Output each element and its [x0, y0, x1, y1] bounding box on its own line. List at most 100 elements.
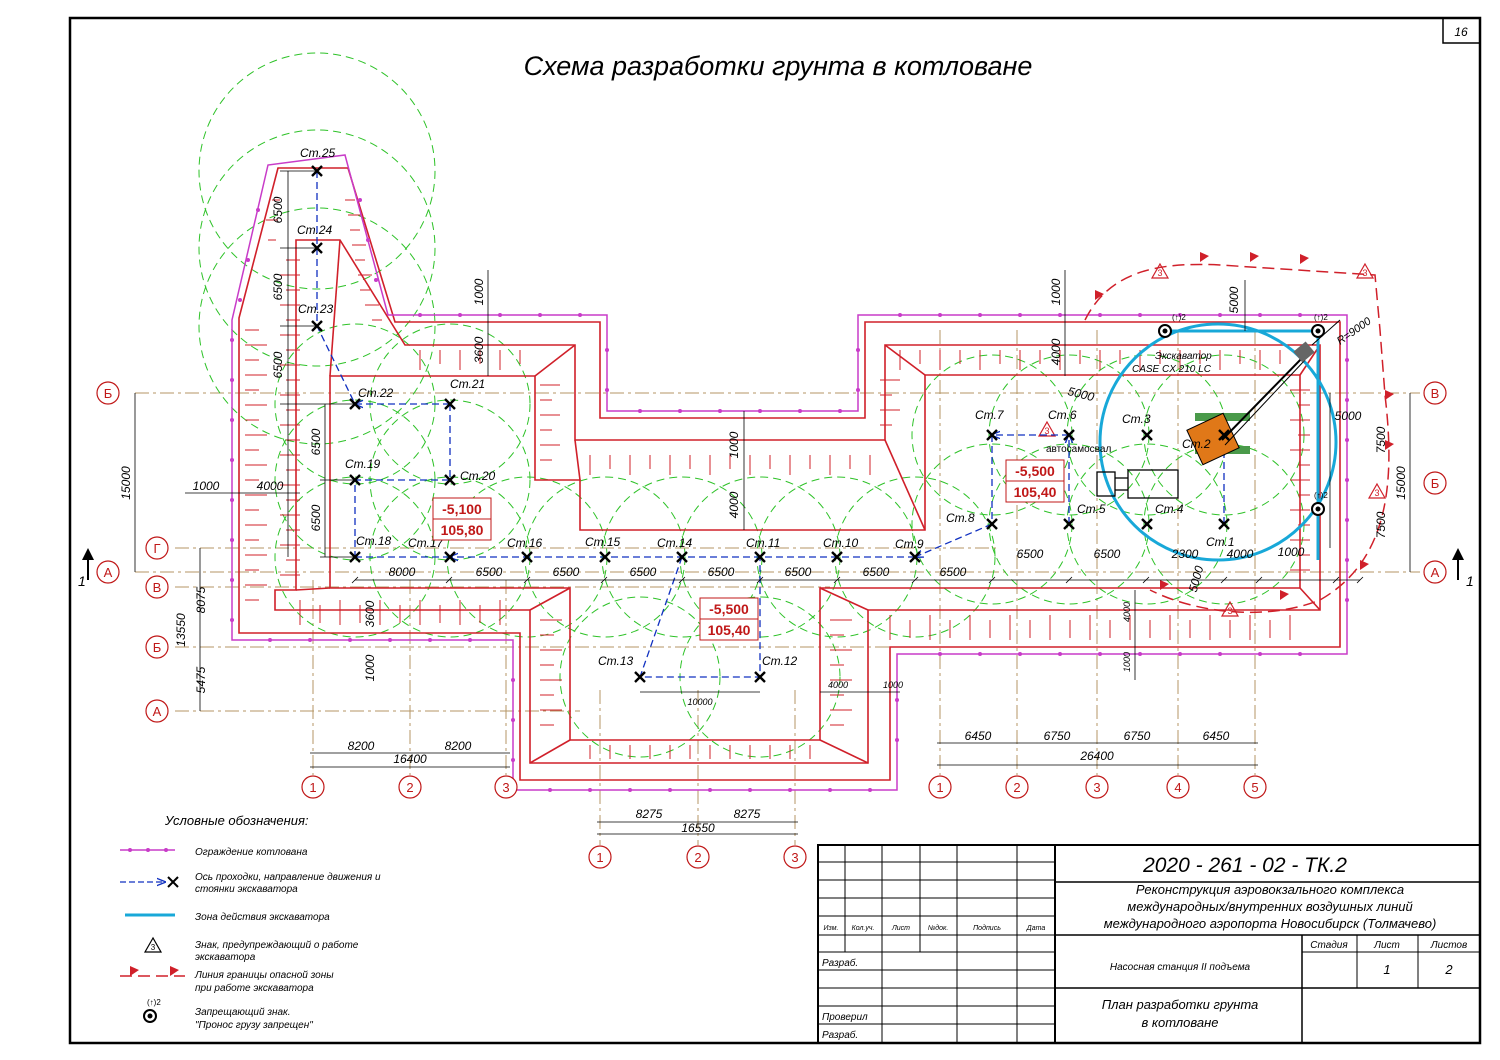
svg-text:1: 1 [936, 780, 943, 795]
svg-text:при работе экскаватора: при работе экскаватора [195, 982, 314, 994]
sheet-frame [68, 16, 1482, 1045]
section-mark-left: 1 [78, 548, 94, 589]
svg-text:1000: 1000 [1122, 652, 1132, 672]
forbid-signs: (↑)2 (↑)2 (↑)2 [1158, 313, 1328, 516]
svg-text:6750: 6750 [1124, 729, 1151, 743]
svg-text:6500: 6500 [271, 196, 285, 223]
svg-text:15000: 15000 [1394, 466, 1408, 500]
svg-text:6500: 6500 [1094, 547, 1121, 561]
svg-text:А: А [1431, 565, 1440, 580]
svg-text:2: 2 [694, 850, 701, 865]
svg-text:5000: 5000 [1227, 286, 1241, 313]
svg-text:8000: 8000 [389, 565, 416, 579]
station-label: Ст.6 [1048, 408, 1077, 422]
station-label: Ст.13 [598, 654, 634, 668]
station-label: Ст.1 [1206, 535, 1235, 549]
legend: Условные обозначения: Ограждение котлова… [120, 813, 381, 1031]
left-dimension-lines [134, 170, 355, 711]
svg-text:(↑)2: (↑)2 [1172, 313, 1186, 322]
fence-posts [230, 198, 1349, 792]
station-label: Ст.23 [298, 302, 334, 316]
svg-text:В: В [153, 580, 162, 595]
station-labels: Ст.1 Ст.2 Ст.3 Ст.4 Ст.5 Ст.6 Ст.7 Ст.8 … [297, 146, 1235, 668]
svg-text:6500: 6500 [630, 565, 657, 579]
elevation-mark: -5,500 105,40 [699, 597, 759, 641]
legend-danger: Линия границы опасной зоны [194, 970, 334, 981]
svg-text:6500: 6500 [1017, 547, 1044, 561]
svg-text:8075: 8075 [194, 586, 208, 613]
svg-text:2: 2 [1444, 962, 1453, 977]
svg-text:4000: 4000 [828, 680, 848, 690]
svg-text:в котловане: в котловане [1142, 1015, 1219, 1030]
svg-text:№док.: №док. [928, 924, 949, 932]
svg-text:8275: 8275 [734, 807, 761, 821]
right-dimension-values: 15000 7500 7500 [1374, 426, 1408, 538]
sheet-number: 16 [1454, 25, 1468, 39]
svg-text:1: 1 [78, 573, 86, 589]
svg-text:3: 3 [502, 780, 509, 795]
svg-text:3: 3 [1227, 606, 1232, 616]
station-label: Ст.19 [345, 457, 381, 471]
svg-text:5000: 5000 [1335, 409, 1362, 423]
station-label: Ст.4 [1155, 502, 1184, 516]
svg-text:А: А [153, 704, 162, 719]
bottom-dimension-lines [310, 742, 1258, 835]
excavator-zone-circle [1098, 322, 1338, 562]
svg-text:6500: 6500 [271, 273, 285, 300]
svg-text:5: 5 [1251, 780, 1258, 795]
svg-text:Насосная станция II подъема: Насосная станция II подъема [1110, 962, 1251, 973]
axis-bubbles [96, 381, 1447, 869]
svg-text:(↑)2: (↑)2 [1314, 313, 1328, 322]
svg-text:(↑)2: (↑)2 [1314, 491, 1328, 500]
svg-text:Изм.: Изм. [824, 925, 839, 932]
section-mark-right: 1 [1452, 548, 1474, 589]
excavator-path [316, 171, 1225, 678]
svg-text:1000: 1000 [883, 680, 903, 690]
svg-text:13550: 13550 [174, 613, 188, 647]
svg-text:Подпись: Подпись [973, 924, 1001, 932]
svg-text:"Пронос грузу запрещен": "Пронос грузу запрещен" [195, 1020, 313, 1031]
svg-text:3: 3 [1362, 268, 1367, 278]
svg-text:2: 2 [1013, 780, 1020, 795]
svg-text:3: 3 [1093, 780, 1100, 795]
svg-text:международного аэропорта Новос: международного аэропорта Новосибирск (То… [1104, 916, 1437, 931]
station-label: Ст.3 [1122, 412, 1151, 426]
svg-text:8275: 8275 [636, 807, 663, 821]
upper-dimension-lines [487, 270, 1411, 693]
svg-text:6500: 6500 [309, 428, 323, 455]
svg-text:Стадия: Стадия [1310, 940, 1348, 951]
svg-text:1000: 1000 [472, 278, 486, 305]
svg-text:3: 3 [1374, 488, 1379, 498]
svg-text:Листов: Листов [1430, 940, 1467, 951]
svg-text:15000: 15000 [119, 466, 133, 500]
svg-text:16550: 16550 [681, 821, 715, 835]
elevation-mark: -5,500 105,40 [1005, 459, 1065, 503]
svg-text:8200: 8200 [348, 739, 375, 753]
station-label: Ст.21 [450, 377, 485, 391]
station-crosses [311, 165, 1230, 683]
sheet-number-box [1442, 17, 1481, 44]
svg-text:-5,500: -5,500 [709, 601, 749, 617]
station-dimension-values: 8000 6500 6500 6500 6500 6500 6500 6500 … [389, 545, 1305, 579]
svg-text:4000: 4000 [1227, 547, 1254, 561]
doc-code: 2020 - 261 - 02 - ТК.2 [1142, 854, 1347, 877]
svg-text:1000: 1000 [363, 654, 377, 681]
svg-text:3: 3 [1044, 426, 1049, 436]
svg-text:2: 2 [406, 780, 413, 795]
svg-text:105,40: 105,40 [1014, 484, 1057, 500]
legend-fence: Ограждение котлована [195, 847, 308, 858]
svg-text:4: 4 [1174, 780, 1181, 795]
station-label: Ст.10 [823, 536, 859, 550]
station-label: Ст.12 [762, 654, 798, 668]
svg-text:А: А [104, 565, 113, 580]
svg-text:Реконструкция аэровокзального: Реконструкция аэровокзального комплекса [1136, 882, 1404, 897]
svg-text:(↑)2: (↑)2 [147, 998, 161, 1007]
svg-text:7500: 7500 [1374, 511, 1388, 538]
svg-text:5000: 5000 [1186, 564, 1207, 594]
danger-flags [1095, 252, 1394, 600]
excavator-icon [1186, 319, 1341, 466]
svg-text:Лист: Лист [1373, 940, 1400, 951]
svg-text:4000: 4000 [727, 491, 741, 518]
svg-text:-5,500: -5,500 [1015, 463, 1055, 479]
